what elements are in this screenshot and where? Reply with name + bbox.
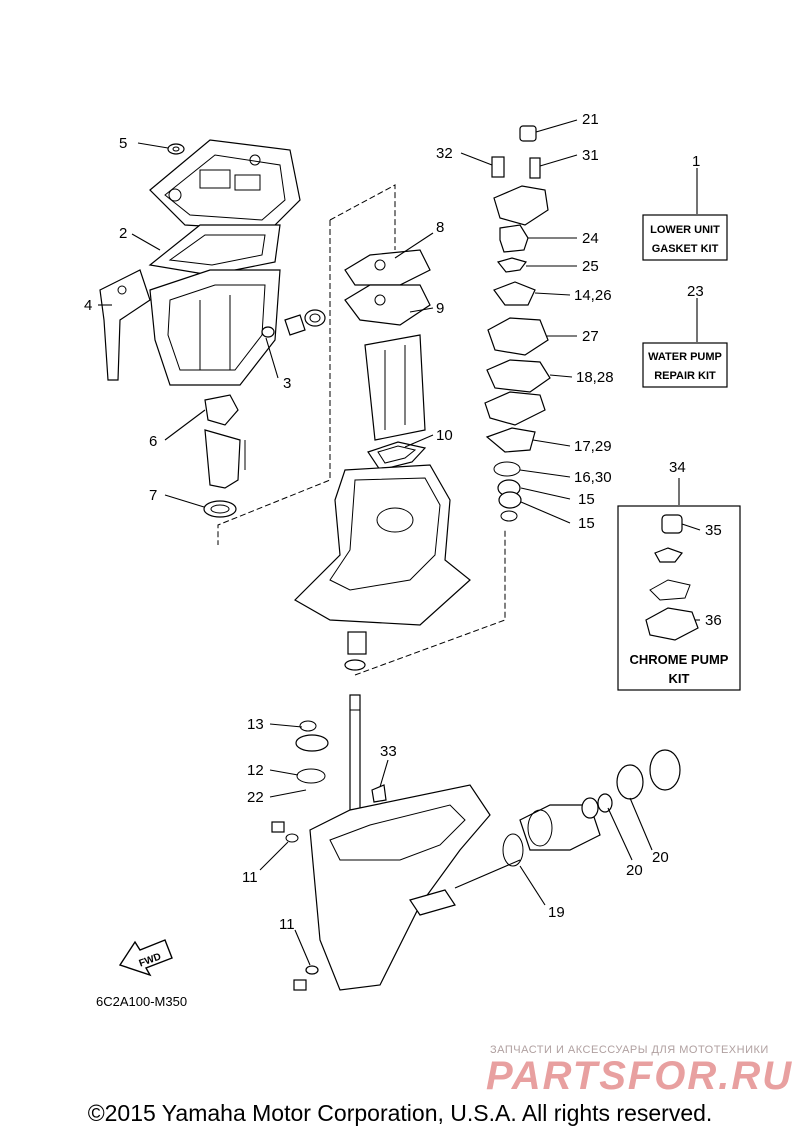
svg-text:REPAIR KIT: REPAIR KIT: [654, 370, 716, 382]
lower-unit-gasket-kit-box: LOWER UNIT GASKET KIT: [642, 214, 728, 261]
callout-33: 33: [380, 743, 397, 760]
svg-text:KIT: KIT: [669, 671, 690, 686]
lower-housing-body: [294, 464, 471, 626]
callout-16-30: 16,30: [574, 469, 612, 486]
fitting-parts: [261, 309, 326, 338]
callout-19: 19: [548, 904, 565, 921]
upper-housing-gaskets: [344, 249, 431, 326]
washer-part: [167, 143, 185, 155]
callout-27: 27: [582, 328, 599, 345]
plate-part: [204, 394, 246, 489]
svg-text:WATER PUMP: WATER PUMP: [648, 351, 722, 363]
oring-part: [296, 768, 326, 784]
callout-23: 23: [687, 283, 704, 300]
callout-6: 6: [149, 433, 157, 450]
callout-9: 9: [436, 300, 444, 317]
seal-part: [203, 500, 237, 518]
callout-5: 5: [119, 135, 127, 152]
svg-text:CHROME PUMP: CHROME PUMP: [630, 652, 729, 667]
upper-mount-assembly: [148, 139, 301, 386]
callout-17-29: 17,29: [574, 438, 612, 455]
drive-gear: [344, 631, 367, 671]
callout-22: 22: [247, 789, 264, 806]
callout-1: 1: [692, 153, 700, 170]
water-pump-housing-lower: [295, 720, 329, 752]
copyright-notice: ©2015 Yamaha Motor Corporation, U.S.A. A…: [87, 1100, 713, 1126]
callout-12: 12: [247, 762, 264, 779]
callout-18-28: 18,28: [576, 369, 614, 386]
callout-14-26: 14,26: [574, 287, 612, 304]
water-pump-repair-kit-box: WATER PUMP REPAIR KIT: [642, 342, 728, 388]
callout-25: 25: [582, 258, 599, 275]
callout-8: 8: [436, 219, 444, 236]
chrome-pump-kit-box: CHROME PUMP KIT: [617, 505, 741, 691]
exhaust-guide: [364, 334, 426, 441]
callout-24: 24: [582, 230, 599, 247]
fwd-arrow-icon: FWD: [118, 939, 173, 977]
bearing-carrier: [519, 804, 601, 851]
bracket-part: [99, 269, 151, 381]
anode-part: [371, 784, 387, 803]
watermark-logo: PARTSFOR.RU: [486, 1054, 794, 1098]
screw-parts: [271, 821, 319, 991]
callout-15b: 15: [578, 515, 595, 532]
callout-20a: 20: [652, 849, 669, 866]
callout-21: 21: [582, 111, 599, 128]
callout-4: 4: [84, 297, 92, 314]
svg-text:GASKET KIT: GASKET KIT: [652, 243, 719, 255]
callout-35: 35: [705, 522, 722, 539]
callout-32: 32: [436, 145, 453, 162]
leader-lines: [98, 119, 701, 966]
diagram-code: 6C2A100-M350: [96, 994, 187, 1009]
callout-31: 31: [582, 147, 599, 164]
callout-7: 7: [149, 487, 157, 504]
callout-3: 3: [283, 375, 291, 392]
water-pump-stack: [484, 125, 551, 522]
callout-10: 10: [436, 427, 453, 444]
large-oring: [502, 833, 524, 867]
callout-36: 36: [705, 612, 722, 629]
callout-11a: 11: [242, 869, 258, 886]
gear-case: [309, 784, 491, 991]
callout-numbers: 5 2 4 3 6 7 8 9 10 21 32 31 1 24 25 23 1…: [84, 111, 722, 933]
bearing-parts: [581, 749, 681, 819]
watermark-tagline: ЗАПЧАСТИ И АКСЕССУАРЫ ДЛЯ МОТОТЕХНИКИ: [490, 1044, 769, 1056]
gasket-part: [367, 441, 427, 471]
svg-text:LOWER UNIT: LOWER UNIT: [650, 224, 720, 236]
callout-34: 34: [669, 459, 686, 476]
callout-20b: 20: [626, 862, 643, 879]
callout-15a: 15: [578, 491, 595, 508]
drive-shaft: [349, 694, 361, 811]
callout-13: 13: [247, 716, 264, 733]
callout-11b: 11: [279, 916, 295, 933]
callout-2: 2: [119, 225, 127, 242]
